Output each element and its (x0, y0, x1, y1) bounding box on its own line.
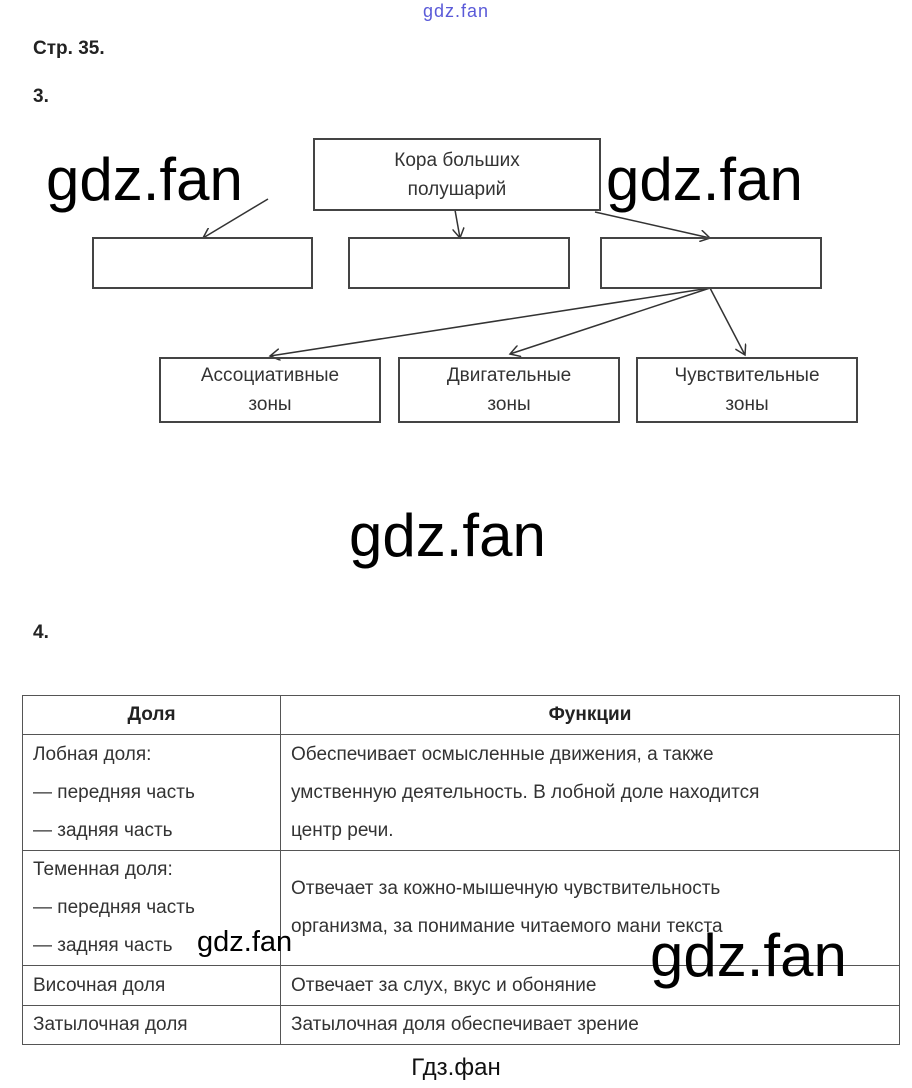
page-label: Стр. 35. (33, 38, 105, 59)
box-empty-2 (348, 237, 570, 289)
table-header-row: Доля Функции (22, 695, 900, 735)
arrow (203, 198, 269, 238)
box-sensory-zones: Чувствительные зоны (636, 357, 858, 423)
function-cell: Отвечает за слух, вкус и обоняние (280, 965, 900, 1006)
task-3-number: 3. (33, 86, 49, 107)
box-motor-zones: Двигательные зоны (398, 357, 620, 423)
function-cell: Отвечает за кожно-мышечную чувствительно… (280, 850, 900, 966)
table-row: Теменная доля:— передняя часть— задняя ч… (22, 850, 900, 966)
watermark-top: gdz.fan (423, 1, 490, 21)
footer: Гдз.фан (411, 1054, 501, 1081)
arrow (594, 211, 710, 238)
lobes-table: Доля Функции Лобная доля:— передняя част… (22, 695, 900, 1045)
arrow (709, 287, 745, 355)
lobe-cell: Височная доля (22, 965, 281, 1006)
watermark: gdz.fan (46, 146, 243, 213)
table-row: Затылочная доля Затылочная доля обеспечи… (22, 1005, 900, 1045)
arrow (455, 209, 460, 238)
table-row: Лобная доля:— передняя часть— задняя час… (22, 734, 900, 851)
box-empty-1 (92, 237, 313, 289)
function-cell: Обеспечивает осмысленные движения, а так… (280, 734, 900, 851)
watermark: gdz.fan (349, 502, 546, 569)
header-lobe: Доля (22, 695, 281, 735)
box-empty-3 (600, 237, 822, 289)
task-4-number: 4. (33, 622, 49, 643)
box-cortex: Кора больших полушарий (313, 138, 601, 211)
arrow (510, 287, 711, 354)
watermark: gdz.fan (606, 146, 803, 213)
watermark: gdz.fan (650, 922, 847, 989)
box-associative-zones: Ассоциативные зоны (159, 357, 381, 423)
lobe-cell: Лобная доля:— передняя часть— задняя час… (22, 734, 281, 851)
lobe-cell: Затылочная доля (22, 1005, 281, 1045)
header-functions: Функции (280, 695, 900, 735)
diagram-arrows (0, 198, 912, 440)
function-cell: Затылочная доля обеспечивает зрение (280, 1005, 900, 1045)
watermark-small: gdz.fan (197, 926, 293, 958)
arrow (270, 287, 711, 356)
lobe-cell: Теменная доля:— передняя часть— задняя ч… (22, 850, 281, 966)
